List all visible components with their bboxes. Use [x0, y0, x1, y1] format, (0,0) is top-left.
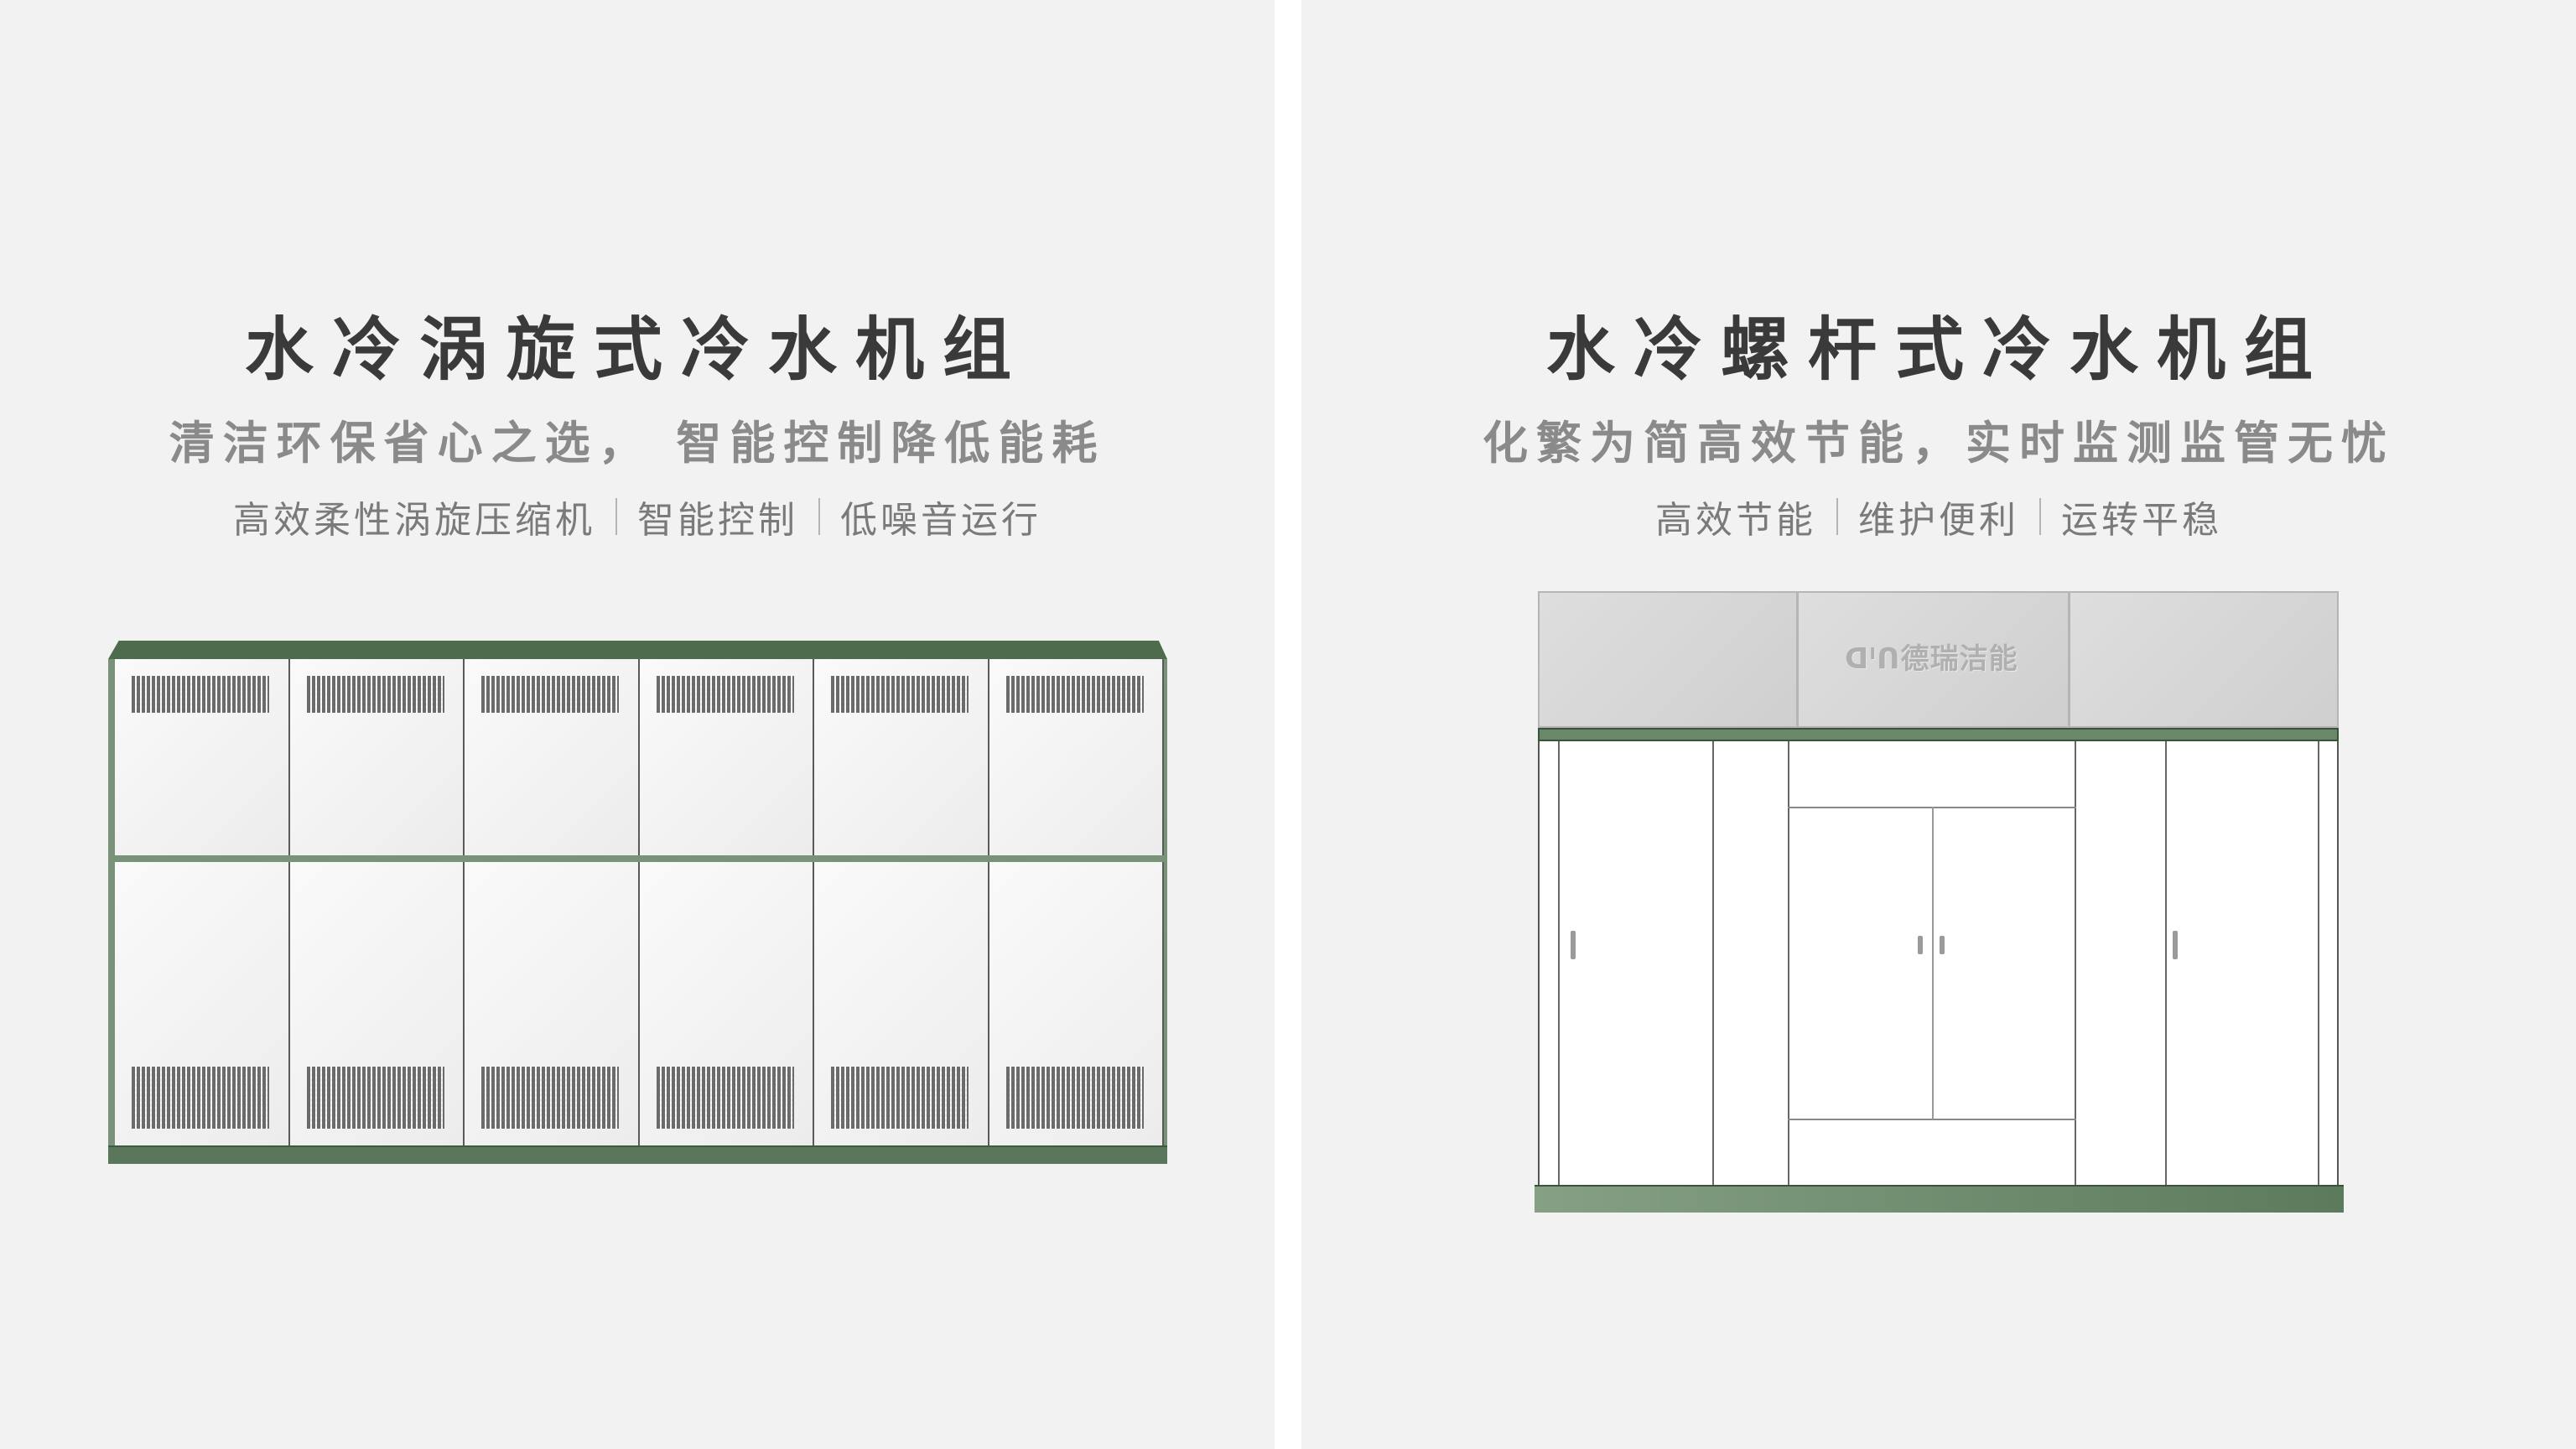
divider [818, 498, 820, 535]
door-handle [1940, 936, 1945, 954]
door-split [1932, 807, 1934, 1119]
panel-line [1712, 741, 1714, 1185]
scroll-chiller-unit-image [108, 641, 1167, 1164]
vent-grille [481, 676, 619, 713]
top-cover-panel [2069, 591, 2339, 728]
top-cover-panel [1538, 591, 1798, 728]
vent-grille [132, 1067, 269, 1129]
unit-door-panel [814, 862, 989, 1145]
panel-line [1558, 741, 1560, 1185]
right-feature: 维护便利 [1858, 499, 2019, 542]
right-feature: 高效节能 [1655, 499, 1816, 542]
unit-door-panel [115, 862, 290, 1145]
unit-door-panel [465, 659, 640, 855]
left-subtitle: 清洁环保省心之选， 智能控制降低能耗 [169, 417, 1106, 470]
unit-body [1538, 741, 2339, 1185]
vent-grille [656, 676, 794, 713]
vent-grille [132, 676, 269, 713]
door-handle [1918, 936, 1923, 954]
left-features: 高效柔性涡旋压缩机 智能控制 低噪音运行 [0, 490, 1275, 543]
unit-door-panel [289, 659, 465, 855]
unit-door-panel [289, 862, 465, 1145]
panel-line [2075, 741, 2076, 1185]
left-feature: 高效柔性涡旋压缩机 [233, 499, 595, 542]
left-feature: 智能控制 [637, 499, 798, 542]
unit-base [1535, 1185, 2344, 1213]
unit-door-panel [639, 659, 814, 855]
vent-grille [1005, 1067, 1144, 1129]
left-feature: 低噪音运行 [840, 499, 1041, 542]
vent-grille [831, 676, 969, 713]
left-title: 水冷涡旋式冷水机组 [244, 310, 1030, 390]
right-subtitle: 化繁为简高效节能，实时监测监管无忧 [1483, 417, 2395, 470]
unit-door-panel [989, 659, 1164, 855]
vent-grille [656, 1067, 794, 1129]
right-title: 水冷螺杆式冷水机组 [1545, 310, 2331, 390]
right-feature: 运转平稳 [2061, 499, 2222, 542]
vent-grille [306, 676, 444, 713]
panel-line [2318, 741, 2319, 1185]
green-rail [1538, 728, 2339, 741]
panel-line [1788, 741, 1789, 1185]
door-handle [2173, 931, 2178, 959]
panel-line [1788, 1119, 2076, 1120]
vent-grille [306, 1067, 444, 1129]
divider [1836, 498, 1838, 535]
unit-top-frame [108, 641, 1167, 659]
door-handle [1571, 931, 1576, 959]
unit-door-panel [639, 862, 814, 1145]
unit-base [108, 1145, 1167, 1164]
divider [615, 498, 617, 535]
unit-door-panel [115, 659, 290, 855]
unit-door-panel [814, 659, 989, 855]
vent-grille [1005, 676, 1144, 713]
divider [2039, 498, 2041, 535]
brand-logo: ᗡᑊᑎ德瑞洁能 [1845, 642, 2018, 676]
vent-grille [831, 1067, 969, 1129]
unit-door-panel [465, 862, 640, 1145]
vent-grille [481, 1067, 619, 1129]
top-cover-panel [1797, 591, 2070, 728]
unit-door-panel [989, 862, 1164, 1145]
panel-line [2165, 741, 2167, 1185]
right-features: 高效节能 维护便利 运转平稳 [1301, 490, 2576, 543]
